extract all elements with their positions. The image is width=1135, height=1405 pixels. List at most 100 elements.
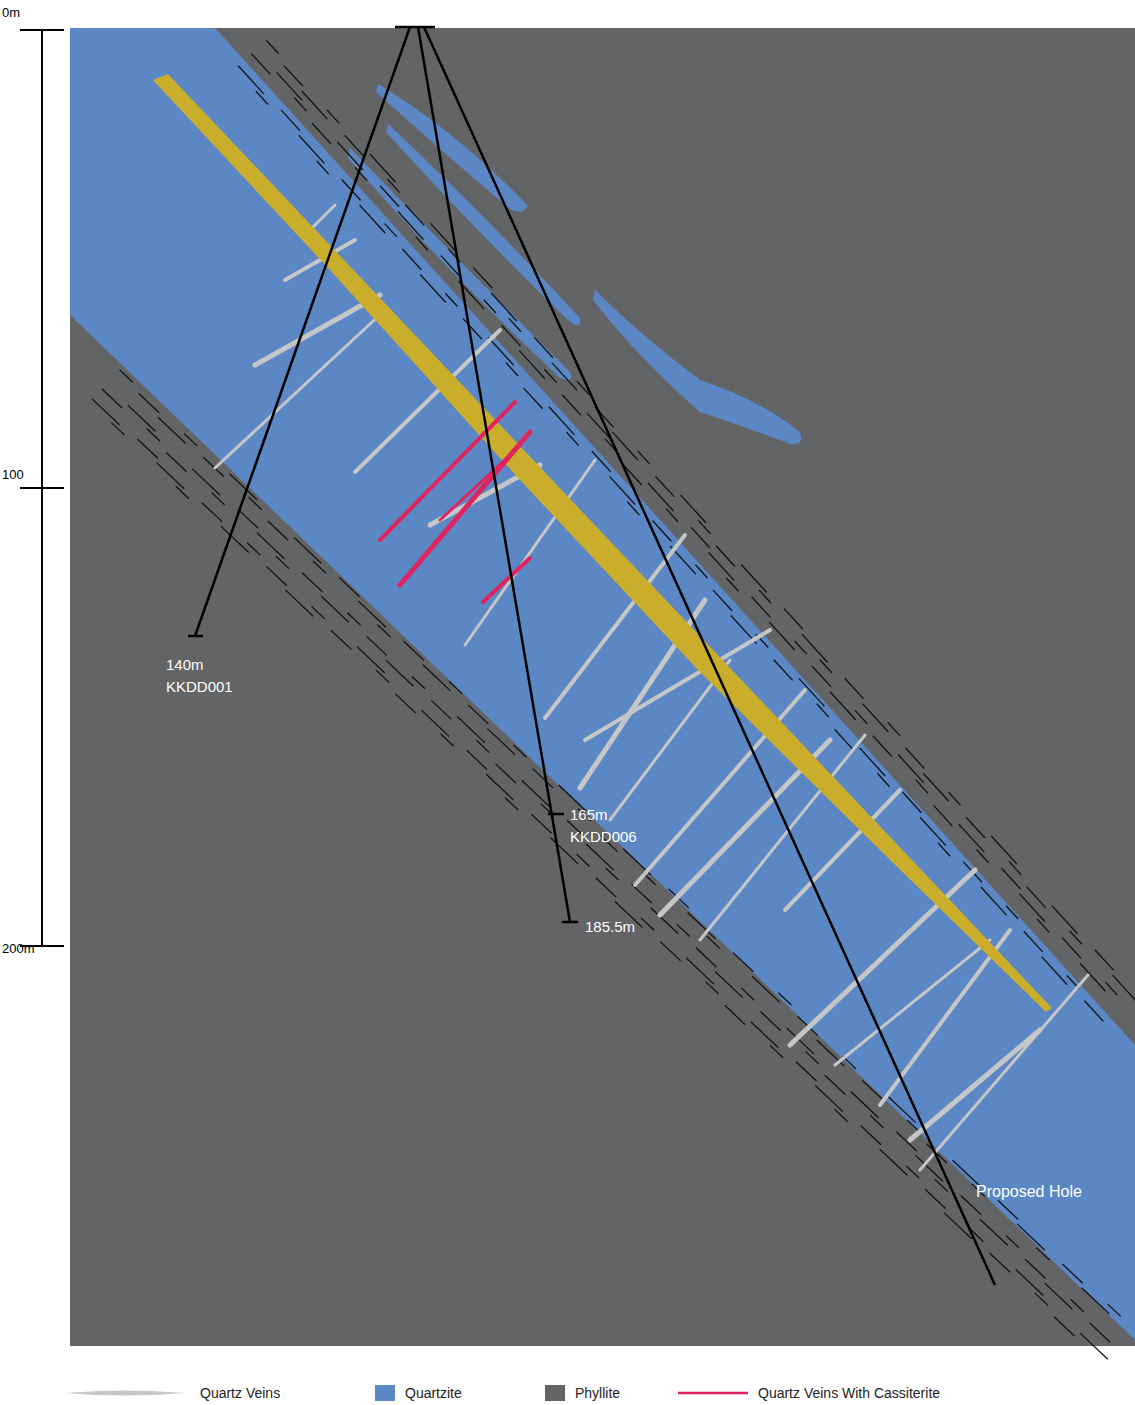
shear-dash — [378, 625, 391, 637]
shear-dash — [257, 533, 285, 559]
shear-dash — [1016, 1269, 1044, 1295]
shear-dash — [531, 814, 551, 833]
hole-name: Proposed Hole — [976, 1183, 1082, 1201]
quartzite-lens — [593, 290, 801, 444]
shear-dash — [157, 463, 185, 489]
legend-item: Quartz Veins — [200, 1385, 280, 1401]
shear-dash — [491, 293, 517, 321]
shear-dash — [873, 736, 892, 757]
shear-dash — [817, 704, 829, 717]
shear-dash — [567, 432, 579, 445]
shear-dash — [102, 389, 122, 408]
shear-dash — [395, 694, 415, 713]
shear-dash — [422, 710, 450, 736]
shear-dash — [906, 1166, 919, 1178]
shear-dash — [1113, 975, 1135, 1003]
shear-dash — [331, 630, 351, 649]
shear-dash — [1035, 1293, 1048, 1305]
shear-dash — [802, 634, 828, 662]
shear-dash — [577, 854, 590, 866]
shear-dash — [137, 439, 157, 458]
shear-dash — [376, 670, 389, 682]
depth-label: 0m — [2, 4, 20, 22]
shear-dash — [514, 745, 527, 757]
shear-dash — [696, 948, 716, 967]
shear-dash — [835, 729, 854, 750]
shear-dash — [184, 434, 197, 446]
depth-label: 100 — [2, 466, 24, 484]
shear-dash — [666, 508, 678, 521]
shear-dash — [888, 722, 900, 735]
shear-dash — [176, 486, 189, 498]
shear-dash — [977, 850, 989, 863]
shear-dash — [641, 918, 654, 930]
shear-dash — [934, 805, 953, 826]
shear-dash — [778, 993, 791, 1005]
quartz-vein — [700, 735, 865, 940]
shear-dash — [463, 319, 482, 340]
shear-dash — [774, 660, 793, 681]
shear-dash — [938, 843, 950, 856]
shear-dash — [484, 300, 496, 313]
quartzite-band — [70, 28, 1135, 1340]
shear-dash — [835, 1109, 848, 1121]
hole-name: KKDD001 — [166, 678, 233, 696]
quartzite-lens — [348, 148, 571, 380]
shear-dash — [863, 704, 889, 732]
shear-dash — [166, 453, 186, 472]
shear-dash — [238, 66, 264, 94]
shear-dash — [691, 527, 710, 548]
shear-dash — [445, 293, 457, 306]
shear-dash — [286, 590, 314, 616]
shear-dash — [92, 399, 120, 425]
shear-dash — [147, 429, 160, 441]
shear-dash — [281, 110, 300, 131]
shear-dash — [920, 818, 946, 846]
shear-dash — [1009, 861, 1021, 874]
shear-dash — [706, 982, 719, 994]
yellow-horizon — [153, 74, 1052, 1012]
shear-dash — [1108, 1304, 1121, 1316]
shear-dash — [312, 607, 325, 619]
shear-dash — [855, 710, 867, 723]
shear-dash — [502, 325, 521, 346]
shear-dash — [935, 1179, 948, 1191]
shear-dash — [1002, 868, 1021, 889]
shear-dash — [1105, 982, 1117, 995]
shear-dash — [613, 432, 639, 460]
shear-dash — [457, 717, 485, 743]
shear-dash — [713, 590, 732, 611]
legend-swatch — [375, 1385, 395, 1401]
shear-dash — [256, 91, 268, 104]
shear-dash — [449, 681, 462, 693]
shear-dash — [981, 887, 1007, 915]
shear-dash — [851, 1092, 879, 1118]
shear-dash — [795, 641, 807, 654]
shear-dash — [312, 123, 331, 144]
shear-dash — [1090, 1323, 1110, 1342]
hole-depth: 165m — [570, 806, 608, 824]
shear-dash — [991, 836, 1017, 864]
shear-dash — [1006, 906, 1018, 919]
shear-dash — [1025, 1259, 1045, 1278]
shear-dash — [923, 773, 949, 801]
shear-dash — [158, 417, 186, 443]
shear-dash — [1062, 1264, 1082, 1283]
shear-dash — [770, 1045, 783, 1057]
shear-dash — [741, 988, 754, 1000]
shear-dash — [370, 154, 396, 182]
shear-dash — [998, 1200, 1018, 1219]
shear-dash — [1036, 1248, 1049, 1260]
shear-dash — [266, 40, 278, 53]
shear-dash — [686, 958, 714, 984]
legend-item: Phyllite — [545, 1385, 620, 1401]
shear-dash — [1052, 906, 1078, 934]
shear-dash — [337, 142, 363, 170]
shear-dash — [473, 268, 492, 289]
shear-dash — [784, 609, 803, 630]
shear-dash — [726, 578, 738, 591]
shear-dash — [1024, 931, 1043, 952]
shear-dash — [1080, 1333, 1108, 1359]
shear-dash — [698, 520, 710, 533]
